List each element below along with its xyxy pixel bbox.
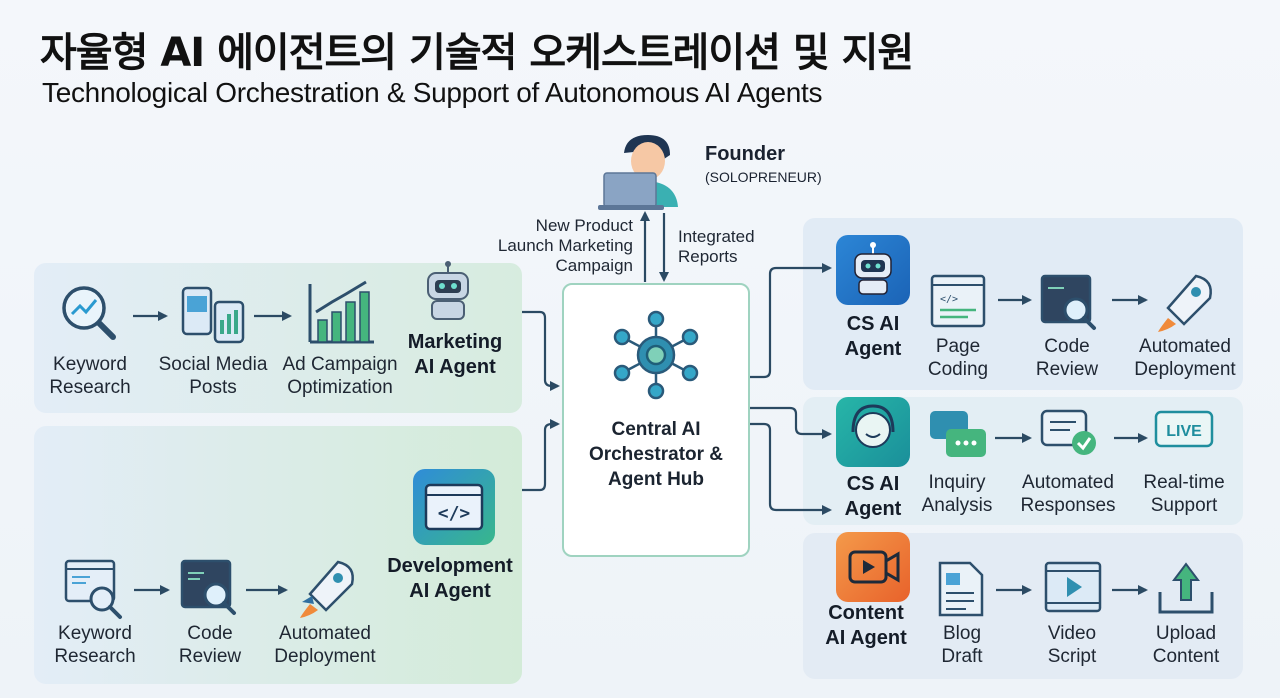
magnifier-chart-icon: [62, 286, 116, 340]
document-icon: [938, 561, 984, 617]
svg-text:</>: </>: [438, 503, 471, 524]
marketing-robot-icon: [427, 261, 469, 320]
right-connectors: [750, 263, 832, 515]
founder-name: Founder: [705, 143, 785, 165]
bar-chart-icon: [308, 280, 374, 344]
step-arrows: [133, 295, 1148, 595]
page-title-korean: 자율형 AI 에이전트의 기술적 오케스트레이션 및 지원: [40, 30, 914, 76]
headset-agent-icon: [851, 404, 895, 448]
live-icon: LIVE: [1154, 410, 1214, 448]
dev-code-window-icon: </>: [424, 483, 484, 531]
phones-icon: [181, 286, 245, 344]
code-window-icon: </>: [930, 274, 986, 328]
code-review-icon: [180, 559, 236, 615]
cs-robot-icon-1: [854, 242, 892, 295]
left-connectors: [522, 310, 560, 492]
page-title-english: Technological Orchestration & Support of…: [42, 77, 823, 108]
video-camera-icon: [848, 550, 900, 584]
video-icon: [1044, 561, 1102, 613]
code-search-icon: [64, 559, 122, 619]
chat-check-icon: [1040, 409, 1096, 455]
chat-bubbles-icon: [930, 411, 986, 457]
svg-text:</>: </>: [940, 294, 958, 305]
live-text: LIVE: [1166, 423, 1202, 440]
central-hub-box: [562, 283, 750, 557]
upload-icon: [1158, 562, 1214, 614]
founder-icon: [598, 135, 678, 210]
rocket-icon-r1: [1158, 274, 1212, 332]
hub-network-icon: [613, 310, 699, 400]
founder-arrows: [640, 211, 669, 282]
code-review-icon-r1: [1040, 274, 1096, 330]
founder-role: (SOLOPRENEUR): [705, 169, 822, 185]
rocket-icon: [300, 560, 354, 618]
